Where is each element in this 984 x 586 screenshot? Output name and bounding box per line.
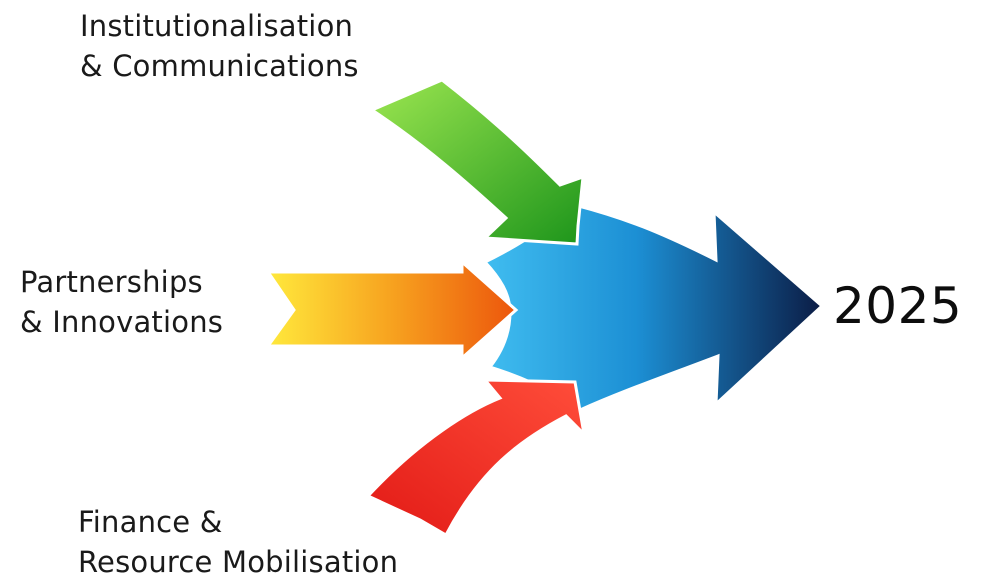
target-label: 2025: [833, 277, 963, 335]
label-line: Finance &: [78, 505, 223, 539]
label-line: Resource Mobilisation: [78, 545, 399, 579]
label-line: Partnerships: [20, 265, 203, 299]
label-institutionalisation: Institutionalisation & Communications: [80, 6, 359, 86]
label-partnerships: Partnerships & Innovations: [20, 262, 223, 342]
label-line: & Communications: [80, 49, 359, 83]
label-line: Institutionalisation: [80, 9, 354, 43]
arrow-finance: [365, 378, 587, 538]
arrow-institutionalisation: [368, 78, 585, 246]
label-line: & Innovations: [20, 305, 224, 339]
label-finance: Finance & Resource Mobilisation: [78, 502, 398, 582]
arrow-partnerships: [265, 258, 519, 362]
